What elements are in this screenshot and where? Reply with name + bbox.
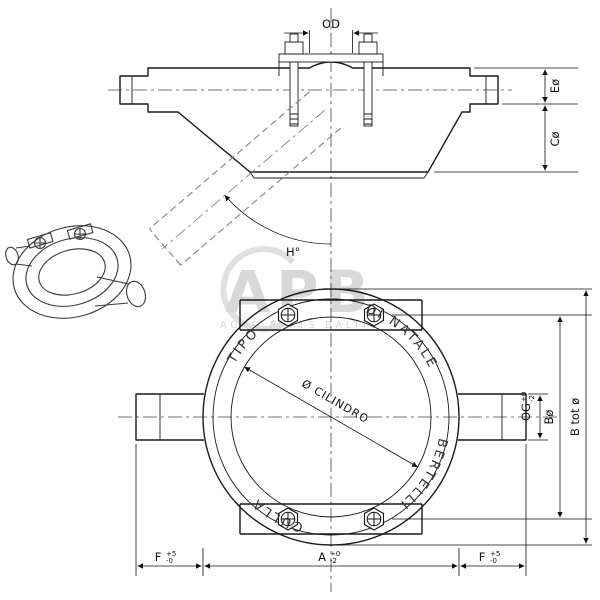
label-f-left-tol-lower: -0: [166, 557, 173, 565]
dim-ec-extlines: [434, 67, 578, 173]
dim-b-tot: B tot ø: [336, 288, 592, 546]
u-bolt-left-shaft: [289, 61, 299, 127]
iso-right-stub: [125, 280, 147, 308]
clamp-strap-bottom: [239, 503, 423, 535]
label-og: OG: [519, 403, 533, 421]
label-c: Cø: [548, 131, 562, 146]
iso-bolt-right-icon: [73, 227, 87, 241]
dim-og-label-group: OG +0 -2: [519, 392, 536, 421]
label-b-tot: B tot ø: [568, 398, 582, 436]
dim-od-extlines: [309, 30, 353, 53]
iso-outer-ring: [12, 225, 132, 319]
stud-tip-right: [363, 33, 373, 43]
label-e: Eø: [548, 79, 562, 93]
label-a: A: [318, 550, 326, 564]
label-f-left: F: [155, 550, 162, 564]
side-view-body-outline: [119, 61, 499, 173]
label-od: OD: [322, 17, 340, 31]
iso-right-stub-lines: [94, 276, 130, 307]
cylinder-bore: [230, 316, 432, 518]
iso-left-stub: [5, 246, 19, 266]
dim-angle: H°: [224, 194, 332, 259]
iso-bore: [38, 248, 106, 296]
clamp-nut-left: [284, 41, 304, 55]
front-left-stub: [135, 393, 204, 441]
dim-bottom: F +5 -0 A +0 -2 F +5 -0: [135, 444, 527, 576]
phantom-edge-a: [180, 127, 341, 266]
angle-arc: [224, 194, 332, 245]
label-angle: H°: [286, 245, 300, 259]
dim-e-c: Eø Cø: [434, 67, 578, 173]
clamp-boss-lines: [278, 62, 384, 76]
cylinder-diameter-arrow: [244, 366, 418, 468]
watermark-swirl-icon: [220, 246, 296, 332]
label-a-tol-upper: +0: [330, 550, 340, 558]
dim-b-extlines: [392, 314, 592, 520]
clamp-top-plate: [278, 53, 384, 63]
phantom-end-cap: [149, 228, 181, 266]
dim-og: OG +0 -2: [519, 392, 548, 441]
phantom-centerline: [161, 109, 326, 250]
watermark-subtitle: AGRO PARTS BALTIC: [220, 320, 380, 331]
side-view-stub-steps: [131, 76, 487, 104]
iso-rim-ring: [25, 237, 119, 307]
dim-b: Bø: [392, 314, 592, 520]
clamp-bolt-icon: [363, 507, 385, 531]
watermark: APB AGRO PARTS BALTIC: [220, 246, 380, 332]
label-f-right-tol-upper: +5: [490, 550, 500, 558]
label-a-tol-lower: -2: [330, 557, 337, 565]
iso-bolt-right-cross-icon: [75, 229, 85, 239]
iso-clamp-plate-right: [66, 223, 94, 240]
front-rim-circle: [212, 298, 450, 536]
watermark-logo: APB: [225, 258, 375, 326]
label-f-right: F: [479, 550, 486, 564]
iso-bolt-left-icon: [33, 236, 47, 250]
iso-left-stub-lines: [15, 245, 33, 267]
label-b: Bø: [542, 410, 556, 425]
dim-btot-extlines: [336, 288, 592, 546]
dim-og-extlines: [528, 393, 548, 441]
isometric-view: [5, 223, 147, 319]
label-og-tol-lower: -2: [528, 395, 536, 402]
clamp-strap-top: [239, 299, 423, 331]
clamp-bolt-icon: [277, 303, 299, 327]
front-outer-circle: [202, 288, 460, 546]
dim-bottom-extlines: [135, 444, 527, 576]
phantom-edge-b: [149, 91, 310, 230]
label-og-tol-upper: +0: [520, 392, 528, 402]
u-bolt-right-shaft: [363, 61, 373, 127]
side-view: [119, 33, 499, 179]
dim-od: OD: [284, 17, 378, 53]
label-f-right-tol-lower: -0: [490, 557, 497, 565]
tilted-cylinder-phantom: [149, 91, 341, 266]
clamp-nut-right: [358, 41, 378, 55]
front-right-stub: [458, 393, 527, 441]
iso-clamp-plate-left: [26, 232, 54, 249]
iso-bolt-left-cross-icon: [35, 238, 45, 248]
stud-tip-left: [289, 33, 299, 43]
u-bolt-thread-ticks: [290, 113, 372, 125]
label-f-left-tol-upper: +5: [166, 550, 176, 558]
